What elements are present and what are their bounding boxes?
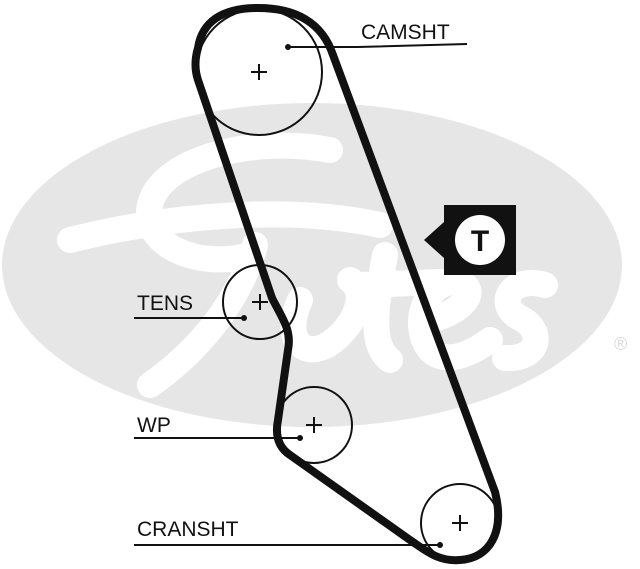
camshaft-label: CAMSHT [361,21,450,44]
tension-marker-letter: T [471,225,489,258]
tension-marker: T [424,205,516,275]
timing-belt [191,4,503,565]
leader-line-dots [241,44,443,548]
pulley-center-marks [251,64,468,531]
gates-watermark-logo: ® [2,103,627,427]
leader-lines [134,43,468,546]
tensioner-label: TENS [137,292,193,315]
crankshaft-label: CRANSHT [137,518,239,541]
water-pump-label: WP [137,414,171,437]
registered-mark: ® [614,334,627,354]
